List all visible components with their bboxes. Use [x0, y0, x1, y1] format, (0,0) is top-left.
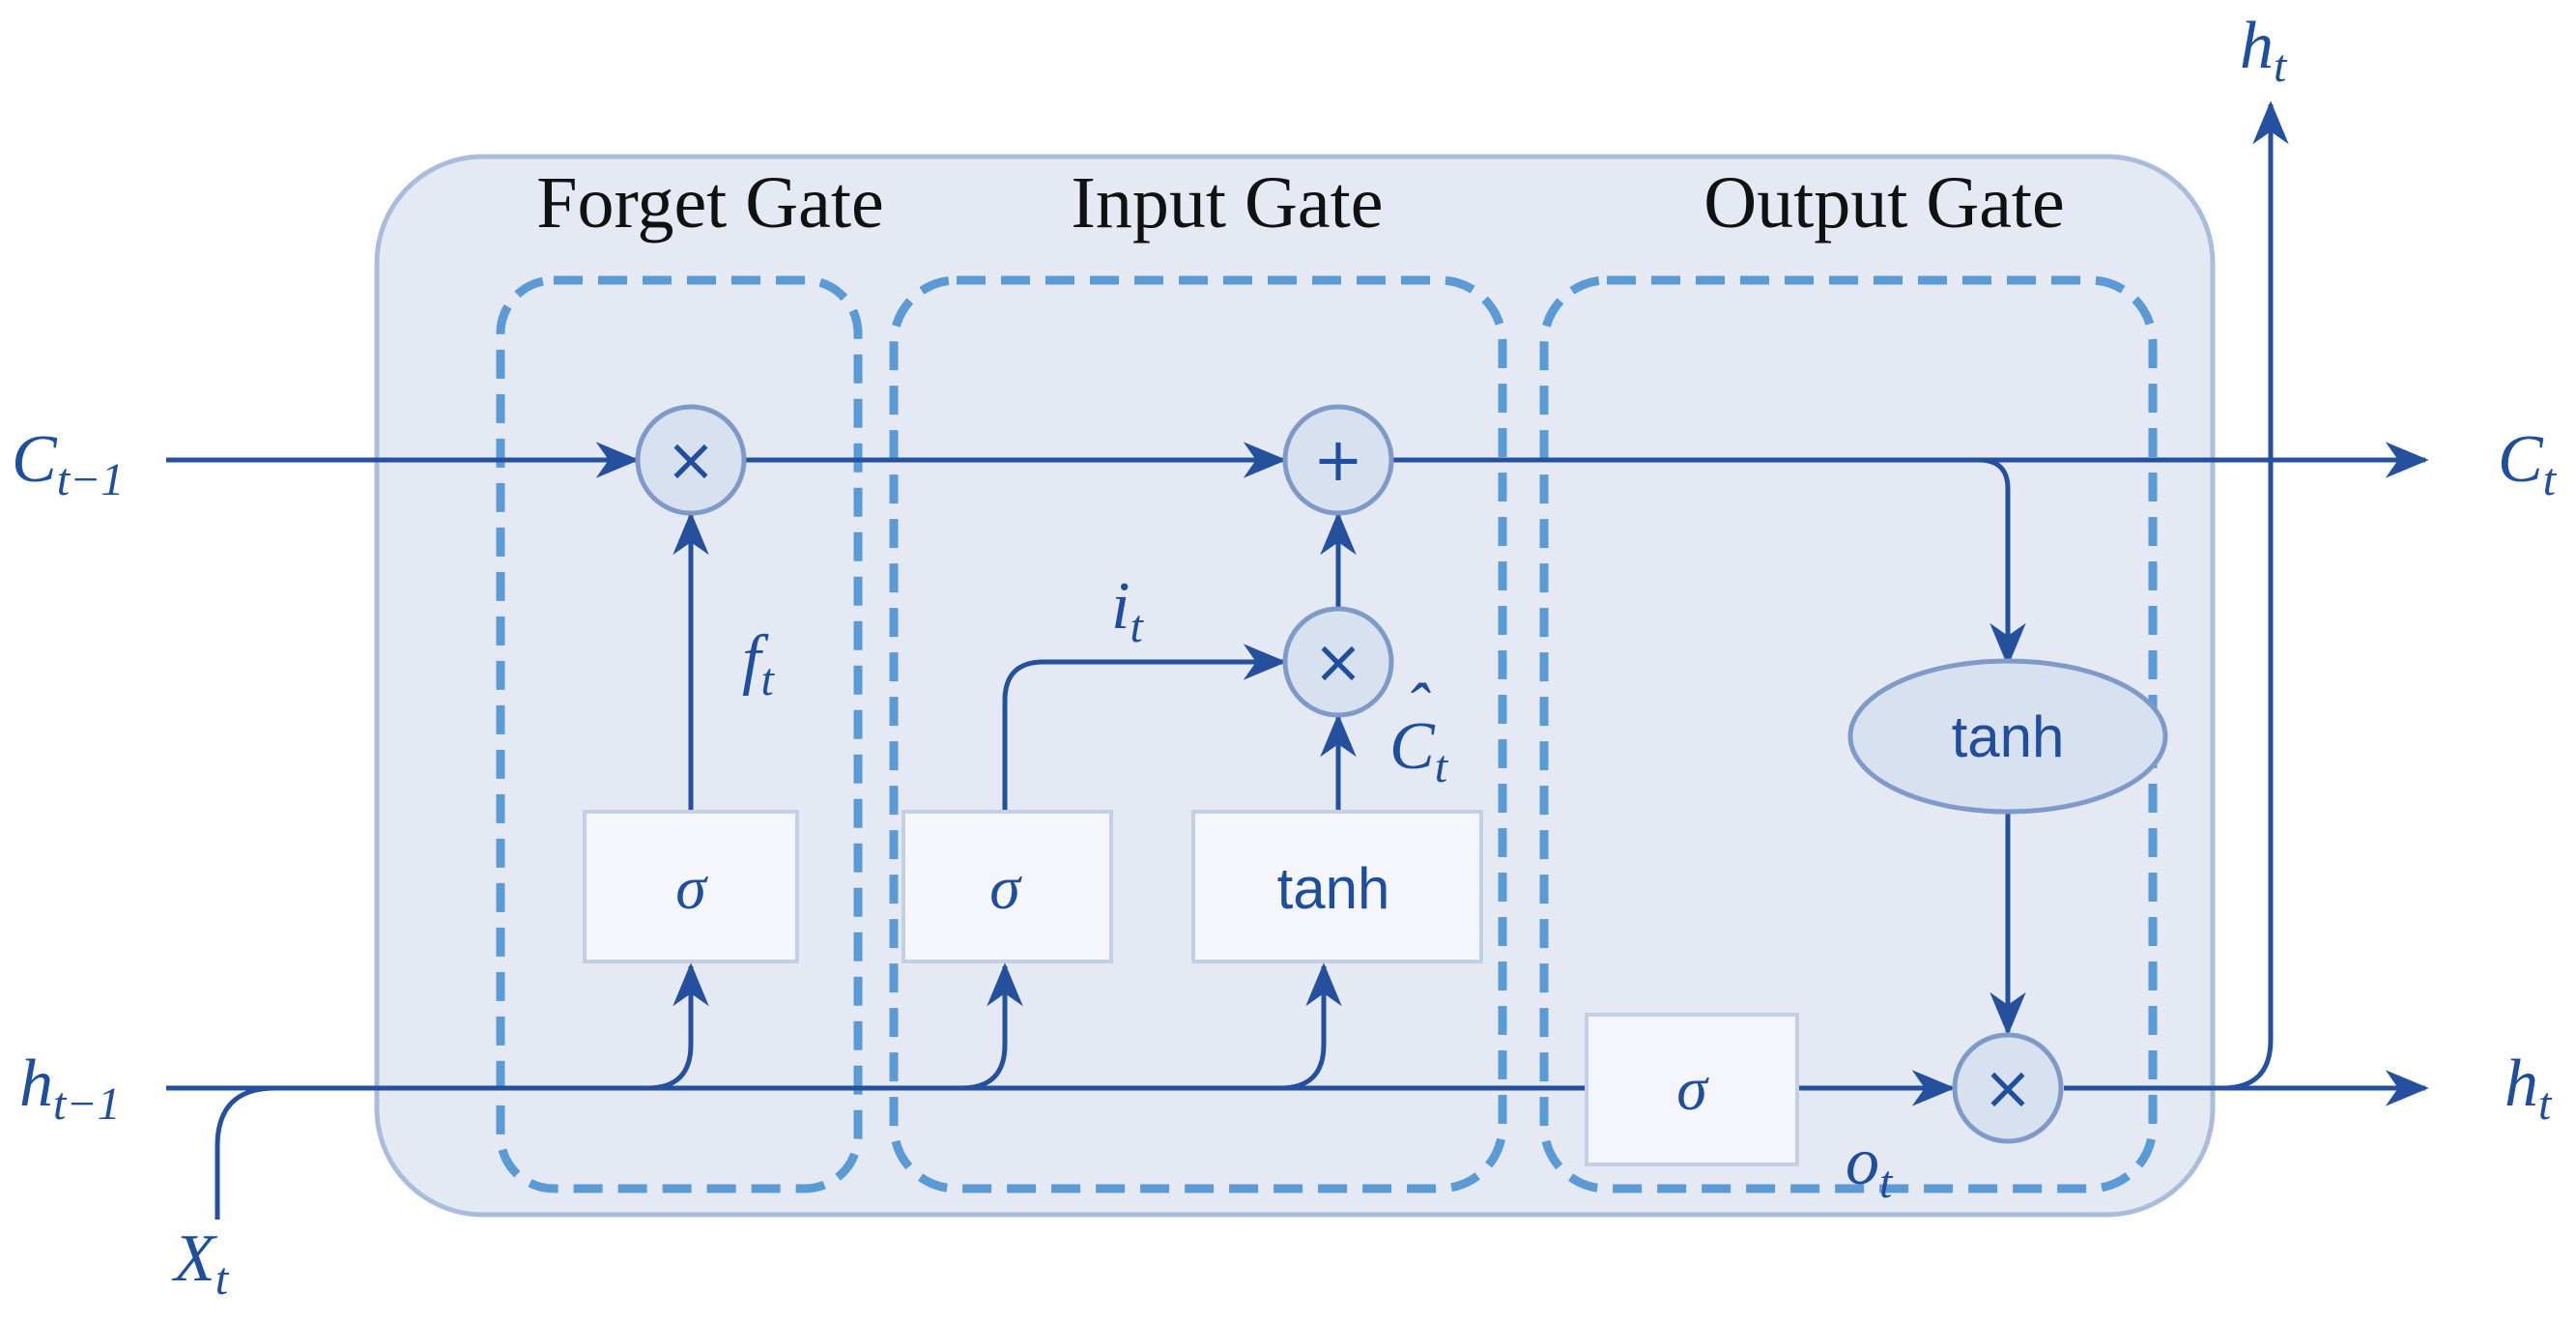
input-multiply-operator [1282, 606, 1394, 718]
forget-gate-region [496, 275, 863, 1193]
hidden-state-up-arrow [2221, 100, 2289, 1091]
label-h-prev: ht−1 [19, 1047, 121, 1130]
output-multiply-operator [1952, 1032, 2064, 1144]
forget-sigma-label: σ [675, 853, 708, 922]
cell-state-to-tanh-arrow [1391, 457, 2026, 667]
input-sigma-block [902, 810, 1113, 963]
input-gate-region [889, 275, 1507, 1193]
label-h-t-right: ht [2504, 1047, 2553, 1130]
label-c-hat-accent: ˆ [1405, 671, 1431, 745]
label-i-t: it [1111, 569, 1144, 652]
output-sigma-block [1585, 1013, 1799, 1166]
input-sigma-input-arrow [960, 962, 1023, 1091]
cell-add-operator [1282, 404, 1394, 516]
input-tanh-label: tanh [1277, 856, 1390, 921]
input-multiply-icon: × [1313, 626, 1363, 697]
input-tanh-block [1191, 810, 1483, 963]
input-x-curve [215, 1085, 276, 1220]
output-tanh-ellipse [1847, 658, 2168, 815]
forget-multiply-operator [635, 404, 747, 516]
input-sigma-label: σ [989, 853, 1022, 922]
output-tanh-label: tanh [1952, 704, 2065, 769]
label-x-t: Xt [171, 1221, 230, 1305]
label-c-hat: Ct [1389, 709, 1449, 792]
output-sigma-label: σ [1676, 1054, 1709, 1123]
output-multiply-icon: × [1983, 1052, 2033, 1123]
label-o-t: ot [1846, 1125, 1894, 1208]
forget-sigma-block [583, 810, 799, 963]
input-tanh-input-arrow [1279, 962, 1342, 1091]
flow-lines [166, 100, 2429, 1220]
forget-multiply-icon: × [666, 424, 716, 495]
cell-add-icon: + [1313, 424, 1363, 495]
label-h-t-top: ht [2240, 9, 2288, 92]
label-c-t: Ct [2498, 422, 2558, 505]
label-c-prev: Ct−1 [12, 422, 124, 505]
input-gate-title: Input Gate [1072, 162, 1384, 244]
forget-gate-title: Forget Gate [536, 162, 884, 244]
output-gate-title: Output Gate [1703, 162, 2065, 244]
input-gate-i-arrow [1002, 644, 1287, 812]
output-gate-region [1539, 275, 2158, 1193]
forget-sigma-input-arrow [646, 962, 709, 1091]
